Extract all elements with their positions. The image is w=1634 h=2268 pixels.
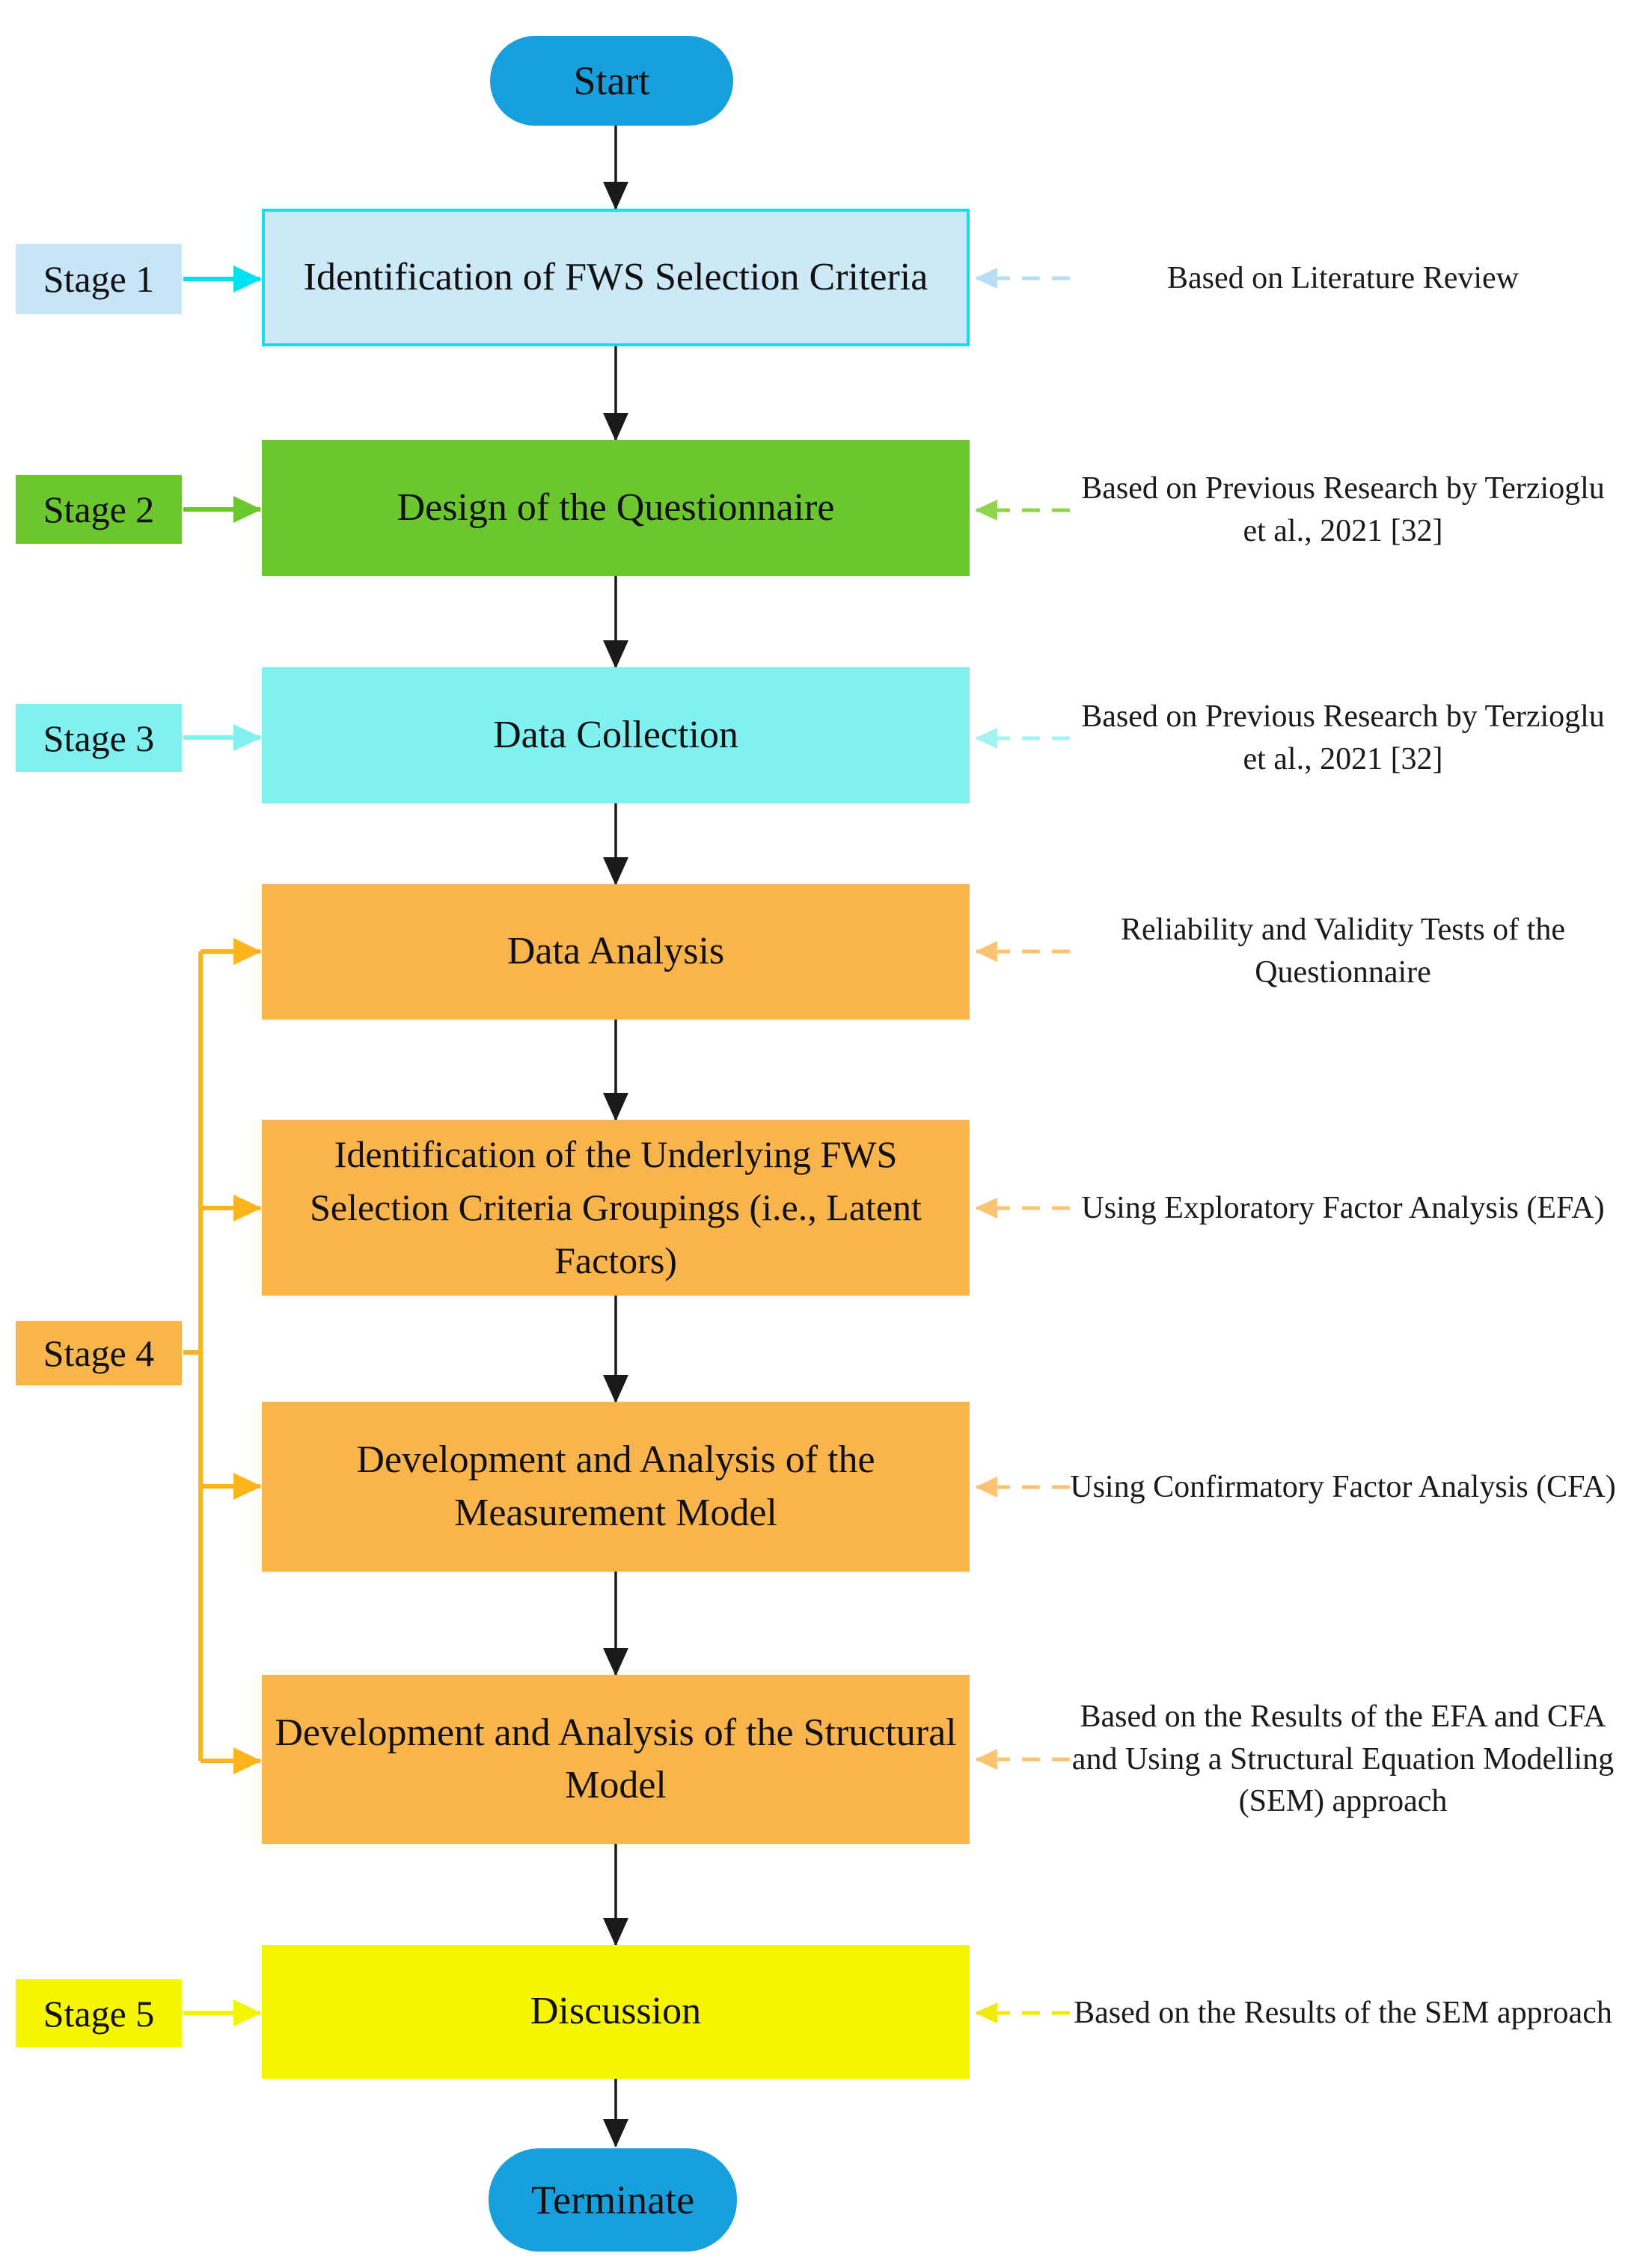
stage3-label: Stage 3 [16, 704, 182, 772]
annotation-sem-results-text: Based on the Results of the SEM approach [1074, 1995, 1612, 2030]
stage5-label: Stage 5 [16, 1979, 182, 2047]
stage4-label-text: Stage 4 [43, 1332, 155, 1374]
box-latent-factors-text: Identification of the Underlying FWS Sel… [310, 1133, 922, 1281]
annotation-previous-research-2: Based on Previous Research by Terzioglu … [1066, 663, 1620, 813]
stage4-bracket [183, 938, 262, 1774]
stage4-label: Stage 4 [16, 1321, 182, 1385]
box-identification-fws-criteria: Identification of FWS Selection Criteria [262, 209, 970, 346]
box-data-analysis: Data Analysis [262, 884, 970, 1020]
annotation-literature-review: Based on Literature Review [1066, 203, 1620, 353]
box-latent-factors: Identification of the Underlying FWS Sel… [262, 1120, 970, 1296]
annotation-efa-text: Using Exploratory Factor Analysis (EFA) [1081, 1190, 1605, 1225]
annotation-reliability-validity-text: Reliability and Validity Tests of the Qu… [1121, 913, 1565, 990]
annotation-literature-review-text: Based on Literature Review [1167, 260, 1519, 295]
box-data-analysis-text: Data Analysis [507, 930, 725, 973]
box-data-collection-text: Data Collection [493, 713, 738, 756]
annotation-cfa: Using Confirmatory Factor Analysis (CFA) [1066, 1412, 1620, 1562]
box-design-questionnaire-text: Design of the Questionnaire [397, 485, 835, 529]
annotation-cfa-text: Using Confirmatory Factor Analysis (CFA) [1070, 1469, 1616, 1504]
box-design-questionnaire: Design of the Questionnaire [262, 440, 970, 576]
annotation-previous-research-1: Based on Previous Research by Terzioglu … [1066, 435, 1620, 585]
stage5-label-text: Stage 5 [43, 1992, 155, 2035]
stage2-label: Stage 2 [16, 475, 182, 544]
terminate-label: Terminate [530, 2177, 695, 2222]
stage3-label-text: Stage 3 [43, 717, 155, 759]
box-measurement-model-text: Development and Analysis of the Measurem… [356, 1438, 875, 1534]
stage2-label-text: Stage 2 [43, 488, 155, 530]
annotation-previous-research-1-text: Based on Previous Research by Terzioglu … [1081, 471, 1605, 548]
annotation-reliability-validity: Reliability and Validity Tests of the Qu… [1066, 877, 1620, 1026]
box-structural-model-text: Development and Analysis of the Structur… [275, 1711, 957, 1806]
terminate-terminator: Terminate [489, 2148, 737, 2252]
box-discussion: Discussion [262, 1945, 970, 2079]
annotation-sem-text: Based on the Results of the EFA and CFA … [1071, 1699, 1615, 1819]
annotation-sem: Based on the Results of the EFA and CFA … [1066, 1662, 1620, 1857]
box-data-collection: Data Collection [262, 667, 970, 803]
annotation-efa: Using Exploratory Factor Analysis (EFA) [1066, 1133, 1620, 1283]
box-discussion-text: Discussion [530, 1990, 702, 2033]
stage1-label-text: Stage 1 [43, 258, 155, 300]
start-label: Start [573, 58, 650, 103]
start-terminator: Start [490, 36, 733, 126]
annotation-sem-results: Based on the Results of the SEM approach [1066, 1938, 1620, 2088]
box-measurement-model: Development and Analysis of the Measurem… [262, 1402, 970, 1572]
box-identification-fws-criteria-text: Identification of FWS Selection Criteria [303, 255, 928, 298]
stage1-label: Stage 1 [16, 244, 182, 314]
annotation-previous-research-2-text: Based on Previous Research by Terzioglu … [1081, 699, 1605, 776]
box-structural-model: Development and Analysis of the Structur… [262, 1675, 970, 1844]
